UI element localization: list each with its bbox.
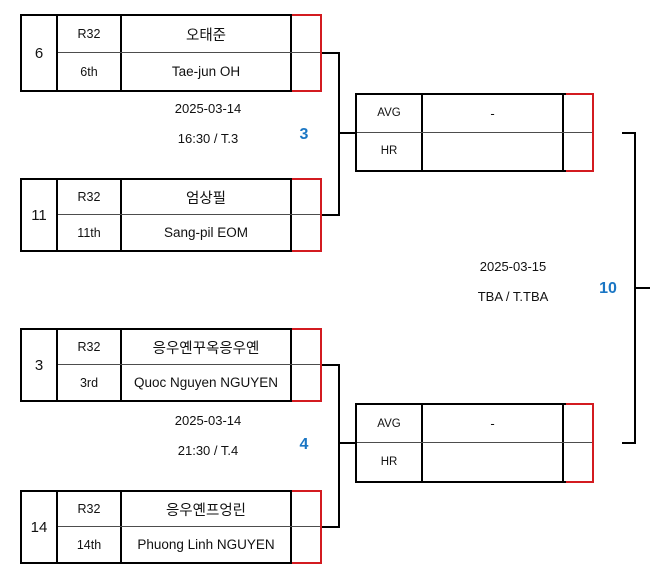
seed-number-player-2: 11 <box>22 180 58 250</box>
connector-out-1 <box>338 132 357 134</box>
stat-box-top[interactable]: AVG - HR <box>355 93 594 172</box>
player-score-top-1 <box>292 16 320 52</box>
player-1-row-korean: R32 오태준 <box>58 16 320 53</box>
player-rank-4: 14th <box>58 527 122 562</box>
seed-number-player-4: 14 <box>22 492 58 562</box>
match-box-player-1[interactable]: 6 R32 오태준 6th Tae-jun OH <box>20 14 322 92</box>
match-time-court-final: TBA / T.TBA <box>477 289 549 304</box>
player-name-english-4: Phuong Linh NGUYEN <box>122 527 292 562</box>
connector-in-top-2 <box>322 364 340 366</box>
stat-score-hr-top <box>564 133 592 171</box>
round-tag-player-3: R32 <box>58 330 122 364</box>
match-score-1: 3 <box>299 126 309 143</box>
player-1-rows: R32 오태준 6th Tae-jun OH <box>58 16 320 90</box>
round-tag-player-2: R32 <box>58 180 122 214</box>
stat-label-avg-top: AVG <box>357 95 423 132</box>
player-rank-1: 6th <box>58 53 122 90</box>
player-name-korean-3: 응우옌꾸옥응우옌 <box>122 330 292 364</box>
stat-score-avg-bottom <box>564 405 592 442</box>
connector-in-top-final <box>622 132 636 134</box>
player-4-row-korean: R32 응우옌프엉린 <box>58 492 320 527</box>
stat-box-bottom[interactable]: AVG - HR <box>355 403 594 483</box>
match-score-2: 4 <box>299 436 309 453</box>
match-box-player-2[interactable]: 11 R32 엄상필 11th Sang-pil EOM <box>20 178 322 252</box>
connector-out-final <box>634 287 650 289</box>
stat-label-avg-bottom: AVG <box>357 405 423 442</box>
seed-number-player-3: 3 <box>22 330 58 400</box>
match-box-player-4[interactable]: 14 R32 응우옌프엉린 14th Phuong Linh NGUYEN <box>20 490 322 564</box>
player-2-row-korean: R32 엄상필 <box>58 180 320 215</box>
connector-out-2 <box>338 442 357 444</box>
stat-row-hr-bottom: HR <box>357 443 592 481</box>
seed-number-player-1: 6 <box>22 16 58 90</box>
match-time-court-1: 16:30 / T.3 <box>177 131 239 146</box>
connector-vertical-1 <box>338 52 340 216</box>
player-name-english-3: Quoc Nguyen NGUYEN <box>122 365 292 400</box>
player-3-row-english: 3rd Quoc Nguyen NGUYEN <box>58 365 320 400</box>
player-name-korean-1: 오태준 <box>122 16 292 52</box>
connector-in-bottom-2 <box>322 526 340 528</box>
player-name-english-2: Sang-pil EOM <box>122 215 292 250</box>
round-tag-player-4: R32 <box>58 492 122 526</box>
player-score-bottom-3 <box>292 365 320 400</box>
connector-vertical-2 <box>338 364 340 528</box>
stat-value-hr-top <box>423 132 564 170</box>
player-3-rows: R32 응우옌꾸옥응우옌 3rd Quoc Nguyen NGUYEN <box>58 330 320 400</box>
connector-in-top-1 <box>322 52 340 54</box>
player-score-top-3 <box>292 330 320 364</box>
player-score-bottom-2 <box>292 215 320 250</box>
stat-row-hr-top: HR <box>357 132 592 171</box>
player-score-top-2 <box>292 180 320 214</box>
player-name-english-1: Tae-jun OH <box>122 53 292 90</box>
stat-value-avg-bottom: - <box>423 405 564 442</box>
match-date-final: 2025-03-15 <box>479 259 547 274</box>
stat-score-hr-bottom <box>564 443 592 481</box>
player-2-rows: R32 엄상필 11th Sang-pil EOM <box>58 180 320 250</box>
player-3-row-korean: R32 응우옌꾸옥응우옌 <box>58 330 320 365</box>
stat-label-hr-top: HR <box>357 132 423 170</box>
match-box-player-3[interactable]: 3 R32 응우옌꾸옥응우옌 3rd Quoc Nguyen NGUYEN <box>20 328 322 402</box>
player-1-row-english: 6th Tae-jun OH <box>58 53 320 90</box>
match-date-1: 2025-03-14 <box>174 101 242 116</box>
round-tag-player-1: R32 <box>58 16 122 52</box>
match-info-2: 2025-03-14 21:30 / T.4 <box>128 413 288 458</box>
player-name-korean-2: 엄상필 <box>122 180 292 214</box>
connector-in-bottom-1 <box>322 214 340 216</box>
player-score-bottom-1 <box>292 53 320 90</box>
stat-value-avg-top: - <box>423 95 564 132</box>
stat-row-avg-top: AVG - <box>357 95 592 133</box>
player-score-bottom-4 <box>292 527 320 562</box>
player-2-row-english: 11th Sang-pil EOM <box>58 215 320 250</box>
player-score-top-4 <box>292 492 320 526</box>
match-date-2: 2025-03-14 <box>174 413 242 428</box>
player-rank-2: 11th <box>58 215 122 250</box>
player-rank-3: 3rd <box>58 365 122 400</box>
stat-label-hr-bottom: HR <box>357 443 423 481</box>
match-info-final: 2025-03-15 TBA / T.TBA <box>433 259 593 304</box>
match-time-court-2: 21:30 / T.4 <box>177 443 239 458</box>
stat-row-avg-bottom: AVG - <box>357 405 592 443</box>
player-name-korean-4: 응우옌프엉린 <box>122 492 292 526</box>
stat-value-hr-bottom <box>423 443 564 481</box>
player-4-row-english: 14th Phuong Linh NGUYEN <box>58 527 320 562</box>
stat-score-avg-top <box>564 95 592 132</box>
connector-in-bottom-final <box>622 442 636 444</box>
player-4-rows: R32 응우옌프엉린 14th Phuong Linh NGUYEN <box>58 492 320 562</box>
match-info-1: 2025-03-14 16:30 / T.3 <box>128 101 288 146</box>
match-score-final: 10 <box>599 280 617 297</box>
